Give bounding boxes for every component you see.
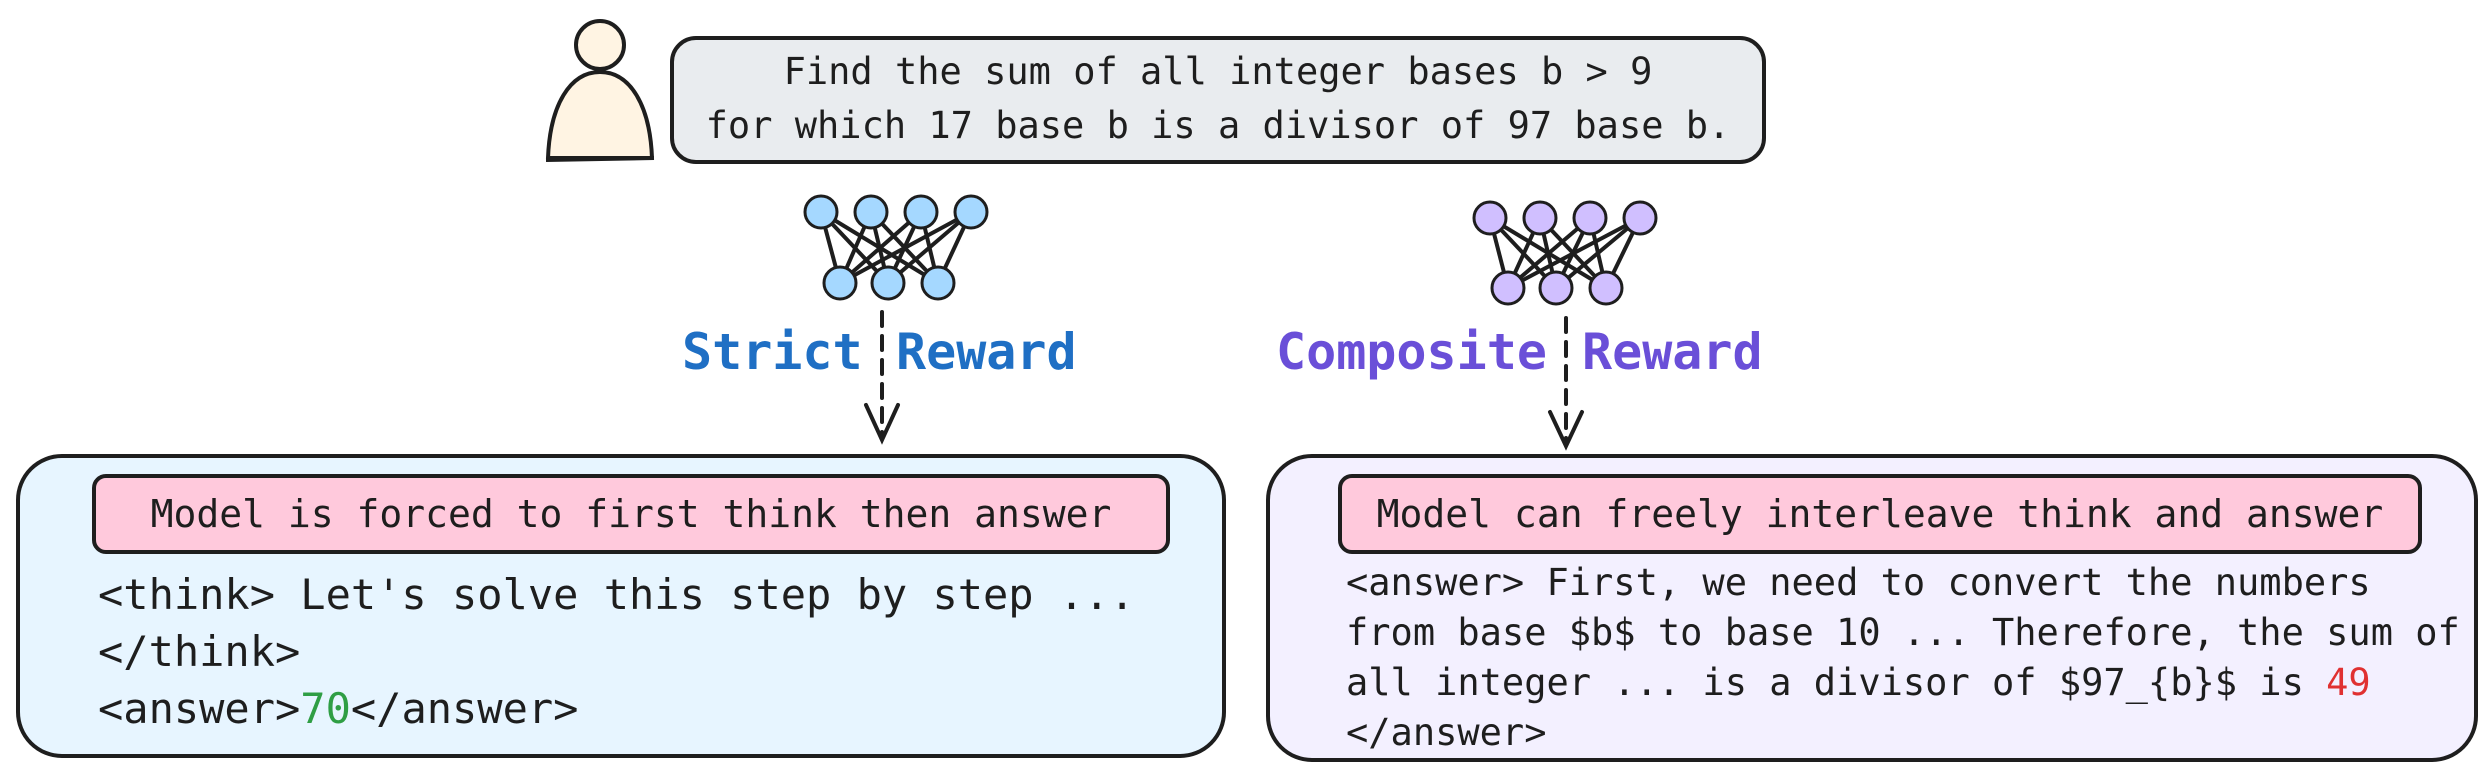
strict-reward-label-word2: Reward [896,323,1077,381]
composite-output-text: <answer> First, we need to convert the n… [1346,558,2460,758]
composite-reward-label-word1: Composite [1276,323,1547,381]
strict-model-network-icon [803,194,989,301]
composite-model-network-icon [1472,200,1658,306]
strict-arrow [864,310,900,445]
strict-banner-box [92,474,1170,554]
composite-banner: Model can freely interleave think and an… [1376,492,2384,536]
strict-output-text: <think> Let's solve this step by step ..… [98,566,1135,737]
composite-arrow [1548,316,1584,451]
question-text: Find the sum of all integer bases b > 9 … [678,40,1758,158]
composite-line-3: all integer ... is a divisor of $97_{b}$… [1346,661,2304,704]
composite-line-2: from base $b$ to base 10 ... Therefore, … [1346,611,2460,654]
composite-line-4: </answer> [1346,711,1547,754]
composite-line-1: <answer> First, we need to convert the n… [1346,561,2371,604]
question-box [670,36,1766,164]
strict-banner: Model is forced to first think then answ… [150,492,1112,536]
strict-answer-open: <answer> [98,684,301,733]
user-icon [545,19,655,162]
question-line-1: Find the sum of all integer bases b > 9 [783,50,1653,93]
question-line-2: for which 17 base b is a divisor of 97 b… [705,104,1731,147]
strict-answer-value: 70 [300,684,351,733]
composite-answer-value: 49 [2326,661,2371,704]
strict-line-1: <think> Let's solve this step by step ..… [98,570,1135,619]
strict-line-2: </think> [98,627,301,676]
strict-reward-label-word1: Strict [682,323,863,381]
composite-reward-label-word2: Reward [1582,323,1763,381]
strict-answer-close: </answer> [350,684,579,733]
composite-banner-box [1338,474,2422,554]
